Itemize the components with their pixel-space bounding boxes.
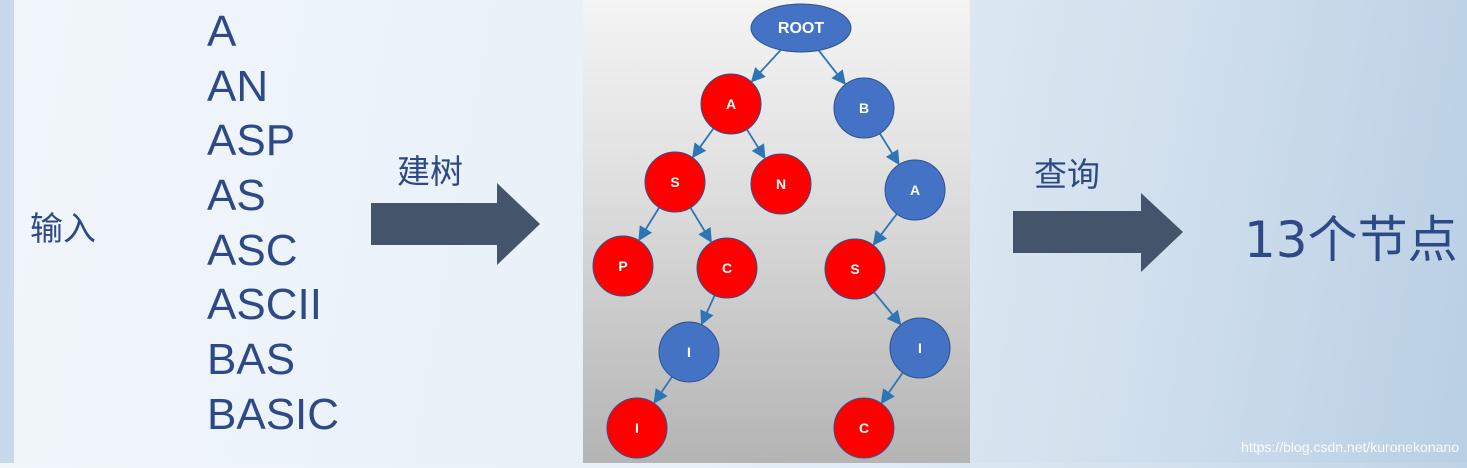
tree-node-b1: B (833, 77, 895, 139)
trie-diagram: ROOT A B S N P C I I A S I C (592, 3, 951, 459)
tree-edge-a2-s2 (872, 213, 898, 246)
word-list: A AN ASP AS ASC ASCII BAS BASIC (207, 5, 339, 443)
tree-node-circle (889, 317, 951, 379)
tree-node-a2: A (884, 159, 946, 221)
tree-edge-s1-c1 (689, 207, 712, 244)
tree-node-label: B (859, 100, 869, 116)
word-item: A (207, 7, 237, 56)
tree-node-label: P (618, 258, 627, 274)
tree-node-circle (824, 238, 886, 300)
tree-node-p1: P (592, 235, 654, 297)
tree-node-i1: I (658, 321, 720, 383)
tree-node-label: A (726, 96, 736, 112)
word-item: AS (207, 171, 266, 221)
tree-node-s1: S (644, 151, 706, 213)
tree-node-circle (833, 397, 895, 459)
tree-edge-i1-i2 (653, 376, 673, 404)
tree-node-label: I (918, 340, 922, 356)
tree-node-a1: A (700, 73, 762, 135)
word-item: ASC (207, 225, 298, 275)
tree-node-i3: I (889, 317, 951, 379)
tree-node-s2: S (824, 238, 886, 300)
tree-node-c2: C (833, 397, 895, 459)
tree-node-label: N (776, 176, 786, 192)
tree-node-circle (750, 3, 852, 53)
tree-node-i2: I (606, 397, 668, 459)
tree-node-label: I (687, 344, 691, 360)
word-item: BAS (207, 335, 296, 385)
input-label: 输入 (30, 209, 96, 248)
tree-edge-root-b1 (816, 47, 846, 86)
tree-node-circle (750, 153, 812, 215)
tree-edge-i3-c2 (880, 372, 904, 405)
tree-node-label: I (635, 420, 639, 436)
tree-node-n1: N (750, 153, 812, 215)
tree-edge-s1-p1 (638, 207, 660, 242)
tree-node-label: C (722, 260, 732, 276)
tree-edge-s2-i3 (873, 291, 902, 326)
tree-node-label: S (850, 261, 859, 277)
result-text: 13个节点 (1244, 211, 1458, 269)
tree-edge-a1-s1 (692, 127, 715, 159)
tree-node-circle (833, 77, 895, 139)
tree-node-circle (592, 235, 654, 297)
left-stripe (0, 0, 14, 463)
tree-node-circle (606, 397, 668, 459)
word-item: AN (207, 61, 269, 111)
tree-edge-root-a1 (750, 46, 785, 83)
tree-node-circle (696, 237, 758, 299)
tree-node-label: S (670, 174, 679, 190)
tree-node-circle (884, 159, 946, 221)
tree-node-circle (658, 321, 720, 383)
query-label: 查询 (1034, 155, 1100, 194)
build-tree-label: 建树 (397, 152, 463, 191)
tree-edge-b1-a2 (879, 132, 900, 166)
word-item: ASCII (207, 280, 322, 330)
tree-node-label: C (859, 420, 869, 436)
tree-node-label: A (910, 182, 920, 198)
tree-edge-a1-n1 (746, 128, 766, 160)
tree-node-root: ROOT (750, 3, 852, 53)
word-item: ASP (207, 116, 296, 166)
tree-edge-c1-i1 (700, 294, 716, 326)
tree-node-circle (644, 151, 706, 213)
word-item: BASIC (207, 389, 340, 439)
tree-node-c1: C (696, 237, 758, 299)
tree-node-circle (700, 73, 762, 135)
watermark: https://blog.csdn.net/kuronekonano (1241, 439, 1459, 455)
tree-panel: ROOT A B S N P C I I A S I C (583, 0, 970, 463)
tree-node-label: ROOT (778, 20, 824, 37)
